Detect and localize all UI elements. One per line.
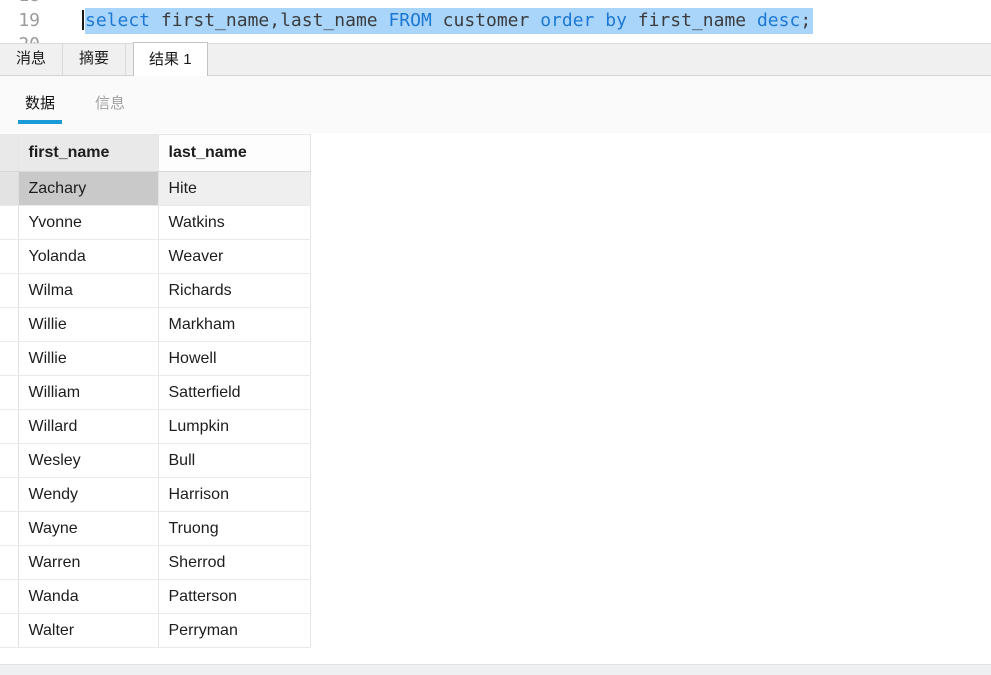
- grid-cell[interactable]: Zachary: [18, 171, 159, 206]
- editor-line: 18: [0, 0, 991, 8]
- grid-cell[interactable]: Wanda: [18, 579, 159, 614]
- editor-line: 20: [0, 33, 991, 43]
- line-number: 18: [0, 0, 40, 8]
- grid-cell[interactable]: Lumpkin: [158, 409, 311, 444]
- grid-cell[interactable]: Wayne: [18, 511, 159, 546]
- grid-cell[interactable]: Watkins: [158, 205, 311, 240]
- sql-editor[interactable]: 18 19 select first_name,last_name FROM c…: [0, 0, 991, 43]
- grid-cell[interactable]: Hite: [158, 171, 311, 206]
- grid-cell[interactable]: Yolanda: [18, 239, 159, 274]
- row-selector[interactable]: [0, 443, 19, 478]
- sql-token: ;: [800, 10, 812, 31]
- text-caret: [82, 10, 84, 30]
- row-selector[interactable]: [0, 375, 19, 410]
- row-selector[interactable]: [0, 341, 19, 376]
- row-selector[interactable]: [0, 409, 19, 444]
- row-selector[interactable]: [0, 545, 19, 580]
- grid-cell[interactable]: Yvonne: [18, 205, 159, 240]
- grid-cell[interactable]: Walter: [18, 613, 159, 648]
- horizontal-scrollbar[interactable]: [0, 664, 991, 675]
- editor-line: 19 select first_name,last_name FROM cust…: [0, 8, 991, 34]
- sql-token: by: [605, 10, 627, 31]
- row-selector[interactable]: [0, 613, 19, 648]
- column-header-last-name[interactable]: last_name: [158, 134, 311, 172]
- sql-token: order: [540, 10, 595, 31]
- row-selector[interactable]: [0, 273, 19, 308]
- grid-cell[interactable]: Willie: [18, 307, 159, 342]
- grid-cell[interactable]: Wesley: [18, 443, 159, 478]
- sql-selected-text: select first_name,last_name FROM custome…: [85, 8, 814, 34]
- grid-header-row: first_name last_name: [0, 134, 311, 172]
- subtab-info[interactable]: 信息: [95, 95, 126, 112]
- result-subtabs: 数据 信息: [0, 76, 991, 133]
- grid-cell[interactable]: Sherrod: [158, 545, 311, 580]
- sql-token: FROM: [388, 10, 432, 31]
- sql-code-line: select first_name,last_name FROM custome…: [82, 8, 814, 34]
- row-selector[interactable]: [0, 205, 19, 240]
- sql-token: select: [85, 10, 151, 31]
- grid-cell[interactable]: Wilma: [18, 273, 159, 308]
- line-number: 19: [18, 10, 40, 31]
- line-number: 20: [0, 33, 40, 43]
- subtab-data[interactable]: 数据: [18, 92, 63, 124]
- grid-cell[interactable]: Howell: [158, 341, 311, 376]
- row-selector[interactable]: [0, 171, 19, 206]
- grid-cell[interactable]: William: [18, 375, 159, 410]
- grid-corner-cell[interactable]: [0, 134, 19, 172]
- grid-cell[interactable]: Warren: [18, 545, 159, 580]
- grid-cell[interactable]: Willard: [18, 409, 159, 444]
- grid-cell[interactable]: Richards: [158, 273, 311, 308]
- sql-token: customer: [431, 10, 541, 31]
- sql-token: first_name,last_name: [160, 10, 378, 31]
- row-selector[interactable]: [0, 239, 19, 274]
- grid-cell[interactable]: Bull: [158, 443, 311, 478]
- row-selector[interactable]: [0, 307, 19, 342]
- grid-cell[interactable]: Satterfield: [158, 375, 311, 410]
- tab-result-1[interactable]: 结果 1: [133, 42, 208, 76]
- grid-cell[interactable]: Weaver: [158, 239, 311, 274]
- tab-messages[interactable]: 消息: [0, 44, 64, 75]
- sql-token: [378, 10, 389, 31]
- column-header-first-name[interactable]: first_name: [18, 134, 159, 172]
- sql-token: desc: [756, 10, 801, 31]
- row-selector[interactable]: [0, 477, 19, 512]
- grid-cell[interactable]: Perryman: [158, 613, 311, 648]
- grid-cell[interactable]: Patterson: [158, 579, 311, 614]
- row-selector[interactable]: [0, 511, 19, 546]
- grid-cell[interactable]: Willie: [18, 341, 159, 376]
- tab-profile[interactable]: 摘要: [63, 44, 127, 75]
- result-tabbar: 消息 摘要 结果 1: [0, 42, 991, 76]
- sql-token: [594, 10, 605, 31]
- grid-cell[interactable]: Markham: [158, 307, 311, 342]
- sql-token: first_name: [626, 10, 757, 31]
- grid-cell[interactable]: Wendy: [18, 477, 159, 512]
- grid-cell[interactable]: Harrison: [158, 477, 311, 512]
- sql-token: [150, 10, 161, 31]
- row-selector[interactable]: [0, 579, 19, 614]
- grid-cell[interactable]: Truong: [158, 511, 311, 546]
